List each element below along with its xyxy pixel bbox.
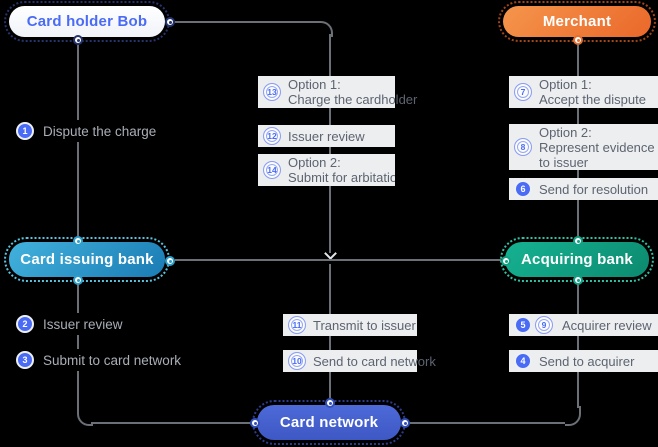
connector-issuer-down bbox=[77, 284, 79, 408]
port-acquiring-bank-left[interactable] bbox=[501, 256, 511, 266]
step-label-13[interactable]: 13 Option 1: Charge the cardholder bbox=[258, 76, 417, 108]
connector-cardholder-right bbox=[175, 21, 318, 23]
step-badge-2: 2 bbox=[16, 315, 34, 333]
step-text-13-line2: Charge the cardholder bbox=[288, 92, 418, 107]
port-card-network-left[interactable] bbox=[250, 418, 260, 428]
step-label-11[interactable]: 11 Transmit to issuer bbox=[283, 314, 417, 336]
port-card-holder-bottom[interactable] bbox=[73, 35, 83, 45]
connector-acquirer-to-network bbox=[410, 422, 565, 424]
node-card-issuing-bank-label: Card issuing bank bbox=[9, 242, 165, 277]
arrowhead-down-icon bbox=[324, 247, 337, 260]
port-card-network-top[interactable] bbox=[325, 398, 335, 408]
port-issuing-bank-right[interactable] bbox=[165, 256, 175, 266]
connector-issuer-to-network bbox=[91, 422, 250, 424]
step-label-2[interactable]: 2 Issuer review bbox=[10, 313, 133, 335]
step-text-8-line1: Option 2: bbox=[539, 124, 592, 140]
step-label-7[interactable]: 7 Option 1: Accept the dispute bbox=[509, 76, 658, 108]
step-badge-8: 8 bbox=[514, 138, 532, 156]
port-card-holder-right[interactable] bbox=[165, 17, 175, 27]
step-text-8-line3: to issuer bbox=[539, 154, 589, 170]
step-text-12: Issuer review bbox=[288, 128, 365, 144]
step-label-12[interactable]: 12 Issuer review bbox=[258, 125, 395, 147]
step-label-3[interactable]: 3 Submit to card network bbox=[10, 349, 192, 371]
step-badge-5: 5 bbox=[514, 316, 532, 334]
step-badge-11: 11 bbox=[288, 316, 306, 334]
step-badge-13: 13 bbox=[263, 83, 281, 101]
connector-issuer-to-acquirer bbox=[175, 259, 501, 261]
port-acquiring-bank-top[interactable] bbox=[573, 236, 583, 246]
step-text-5-9: Acquirer review bbox=[562, 317, 652, 333]
port-card-network-right[interactable] bbox=[400, 418, 410, 428]
step-label-5-9[interactable]: 5 9 Acquirer review bbox=[509, 314, 658, 336]
port-issuing-bank-bottom[interactable] bbox=[73, 275, 83, 285]
step-text-1: Dispute the charge bbox=[43, 123, 157, 139]
step-badge-7: 7 bbox=[514, 83, 532, 101]
connector-acquirer-down bbox=[577, 284, 579, 408]
step-badge-9: 9 bbox=[535, 316, 553, 334]
node-merchant[interactable]: Merchant bbox=[498, 1, 656, 42]
node-card-holder-label: Card holder Bob bbox=[9, 6, 165, 37]
step-text-3: Submit to card network bbox=[43, 352, 182, 368]
node-card-issuing-bank[interactable]: Card issuing bank bbox=[4, 237, 170, 282]
step-badge-4: 4 bbox=[514, 352, 532, 370]
step-text-10: Send to card network bbox=[313, 353, 436, 369]
step-text-13-line1: Option 1: bbox=[288, 77, 341, 92]
step-badge-12: 12 bbox=[263, 127, 281, 145]
step-text-11: Transmit to issuer bbox=[313, 317, 416, 333]
node-acquiring-bank[interactable]: Acquiring bank bbox=[500, 237, 654, 282]
step-text-7-line1: Option 1: bbox=[539, 77, 592, 92]
step-label-14[interactable]: 14 Option 2: Submit for arbitation bbox=[258, 154, 395, 186]
step-text-8-line2: Represent evidence bbox=[539, 139, 655, 155]
step-text-7-line2: Accept the dispute bbox=[539, 92, 646, 107]
connector-corner-top-right bbox=[317, 21, 333, 37]
connector-corner-bottom-left bbox=[77, 406, 93, 426]
step-badge-10: 10 bbox=[288, 352, 306, 370]
step-text-6: Send for resolution bbox=[539, 181, 649, 197]
step-badge-1: 1 bbox=[16, 122, 34, 140]
step-badge-14: 14 bbox=[263, 161, 281, 179]
node-merchant-label: Merchant bbox=[503, 6, 651, 37]
step-text-14-line1: Option 2: bbox=[288, 155, 341, 170]
step-label-6[interactable]: 6 Send for resolution bbox=[509, 178, 658, 200]
step-label-8[interactable]: 8 Option 2: Represent evidence to issuer bbox=[509, 124, 658, 170]
step-text-4: Send to acquirer bbox=[539, 353, 635, 369]
step-label-10[interactable]: 10 Send to card network bbox=[283, 350, 436, 372]
node-acquiring-bank-label: Acquiring bank bbox=[505, 242, 649, 277]
node-card-holder[interactable]: Card holder Bob bbox=[4, 1, 170, 42]
step-text-14-line2: Submit for arbitation bbox=[288, 170, 395, 185]
port-issuing-bank-top[interactable] bbox=[73, 236, 83, 246]
step-badge-6: 6 bbox=[514, 180, 532, 198]
step-badge-3: 3 bbox=[16, 351, 34, 369]
connector-corner-bottom-right bbox=[565, 406, 581, 426]
port-acquiring-bank-bottom[interactable] bbox=[573, 275, 583, 285]
node-card-network-label: Card network bbox=[257, 405, 401, 440]
step-text-2: Issuer review bbox=[43, 316, 123, 332]
step-label-1[interactable]: 1 Dispute the charge bbox=[10, 120, 167, 142]
port-merchant-bottom[interactable] bbox=[573, 35, 583, 45]
step-label-4[interactable]: 4 Send to acquirer bbox=[509, 350, 658, 372]
